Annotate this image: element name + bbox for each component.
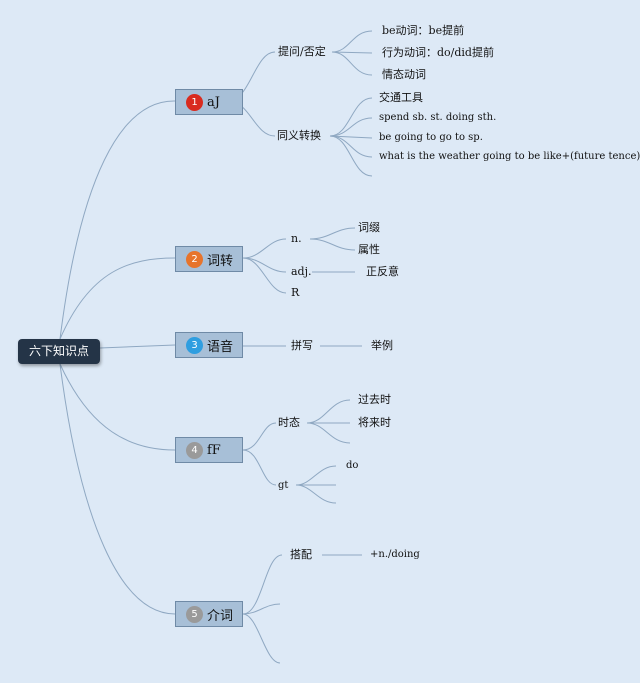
link-root-branch-1 — [59, 100, 176, 340]
leaf-be-going[interactable]: be going to go to sp. — [379, 132, 483, 143]
number-badge-icon: 4 — [186, 441, 203, 459]
node-adj[interactable]: adj. — [291, 265, 312, 278]
node-spelling[interactable]: 拼写 — [291, 339, 313, 352]
leaf-do[interactable]: do — [346, 460, 359, 471]
node-question-negation[interactable]: 提问/否定 — [278, 45, 326, 58]
branch-node-1[interactable]: 1 aJ — [175, 89, 243, 115]
leaf-weather[interactable]: what is the weather going to be like+(fu… — [379, 151, 640, 162]
branch-label: 介词 — [207, 608, 234, 624]
number-badge-icon: 3 — [186, 336, 203, 354]
number-badge-icon: 5 — [186, 605, 203, 623]
leaf-antonym[interactable]: 正反意 — [366, 265, 399, 278]
leaf-n-doing[interactable]: +n./doing — [370, 549, 420, 560]
branch-label: aJ — [207, 94, 220, 110]
link-root-branch-2 — [59, 257, 176, 340]
node-collocation[interactable]: 搭配 — [290, 548, 312, 561]
leaf-past-tense[interactable]: 过去时 — [358, 393, 391, 406]
branch-label: 语音 — [207, 339, 234, 355]
branch-node-3[interactable]: 3 语音 — [175, 332, 243, 358]
node-synonym-conversion[interactable]: 同义转换 — [277, 129, 321, 142]
leaf-attribute[interactable]: 属性 — [358, 243, 380, 256]
branch-node-5[interactable]: 5 介词 — [175, 601, 243, 627]
branch-node-2[interactable]: 2 词转 — [175, 246, 243, 272]
number-badge-icon: 2 — [186, 250, 203, 268]
leaf-future-tense[interactable]: 将来时 — [358, 416, 391, 429]
link-root-branch-3 — [99, 344, 176, 349]
leaf-spend[interactable]: spend sb. st. doing sth. — [379, 112, 497, 123]
number-badge-icon: 1 — [186, 93, 203, 111]
link-root-branch-5 — [59, 363, 176, 615]
branch-node-4[interactable]: 4 fF — [175, 437, 243, 463]
leaf-affix[interactable]: 词缀 — [358, 221, 380, 234]
branch-label: 词转 — [207, 253, 234, 269]
branch-label: fF — [207, 442, 221, 458]
leaf-modal-verb[interactable]: 情态动词 — [382, 68, 426, 81]
leaf-be-verb[interactable]: be动词：be提前 — [382, 24, 465, 37]
leaf-action-verb[interactable]: 行为动词：do/did提前 — [382, 46, 494, 59]
leaf-transport[interactable]: 交通工具 — [379, 91, 423, 104]
root-node[interactable]: 六下知识点 — [18, 339, 100, 364]
link-root-branch-4 — [59, 363, 176, 451]
node-tense[interactable]: 时态 — [278, 416, 300, 429]
node-noun[interactable]: n. — [291, 232, 302, 245]
leaf-example[interactable]: 举例 — [371, 339, 393, 352]
node-gt[interactable]: gt — [278, 480, 289, 491]
node-r[interactable]: R — [291, 286, 300, 299]
